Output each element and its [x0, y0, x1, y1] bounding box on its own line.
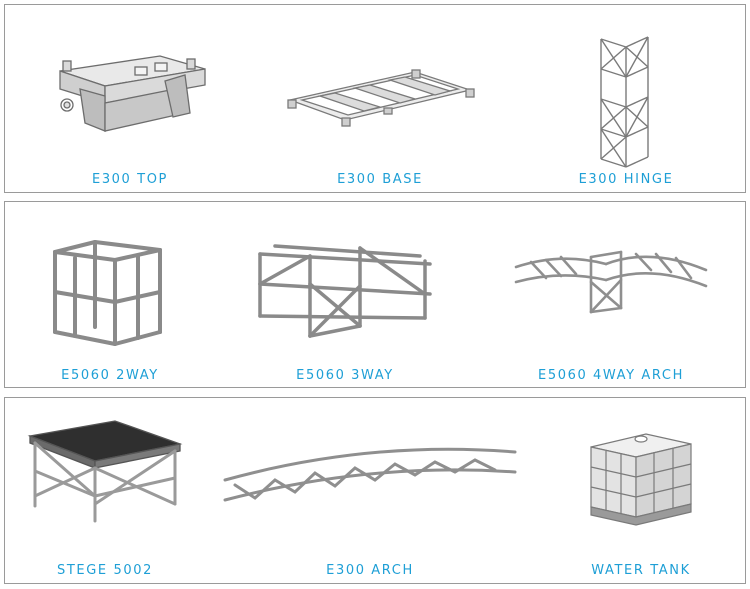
truss-hinge-tower-icon [600, 36, 649, 168]
product-panel-row-3: STEGE 5002 E300 ARCH [4, 397, 746, 584]
product-card-e300-base[interactable]: E300 BASE [255, 5, 505, 192]
product-label: E300 ARCH [326, 563, 414, 578]
product-card-e5060-4way-arch[interactable]: E5060 4WAY ARCH [475, 202, 747, 387]
truss-base-frame-icon [287, 69, 475, 127]
product-label: E300 HINGE [578, 172, 674, 187]
truss-4way-arch-icon [514, 250, 708, 314]
product-card-e5060-3way[interactable]: E5060 3WAY [215, 202, 475, 387]
truss-arch-beam-icon [223, 447, 517, 502]
product-label: E5060 4WAY ARCH [538, 368, 684, 383]
truss-2way-corner-icon [53, 240, 162, 346]
product-card-e300-arch[interactable]: E300 ARCH [205, 398, 535, 583]
product-label: E300 BASE [337, 172, 423, 187]
product-label: E5060 3WAY [296, 368, 394, 383]
truss-top-block-icon [59, 55, 206, 132]
product-card-e5060-2way[interactable]: E5060 2WAY [5, 202, 215, 387]
product-card-e300-hinge[interactable]: E300 HINGE [505, 5, 747, 192]
product-card-water-tank[interactable]: WATER TANK [535, 398, 747, 583]
product-card-e300-top[interactable]: E300 TOP [5, 5, 255, 192]
stage-platform-icon [27, 420, 183, 523]
water-tank-icon [590, 433, 692, 526]
product-panel-row-2: E5060 2WAY E5060 3WAY [4, 201, 746, 388]
product-label: WATER TANK [591, 563, 691, 578]
truss-3way-corner-icon [258, 244, 432, 338]
product-card-stege-5002[interactable]: STEGE 5002 [5, 398, 205, 583]
product-label: E5060 2WAY [61, 368, 159, 383]
product-label: STEGE 5002 [57, 563, 153, 578]
product-label: E300 TOP [92, 172, 168, 187]
product-panel-row-1: E300 TOP E300 BASE [4, 4, 746, 193]
